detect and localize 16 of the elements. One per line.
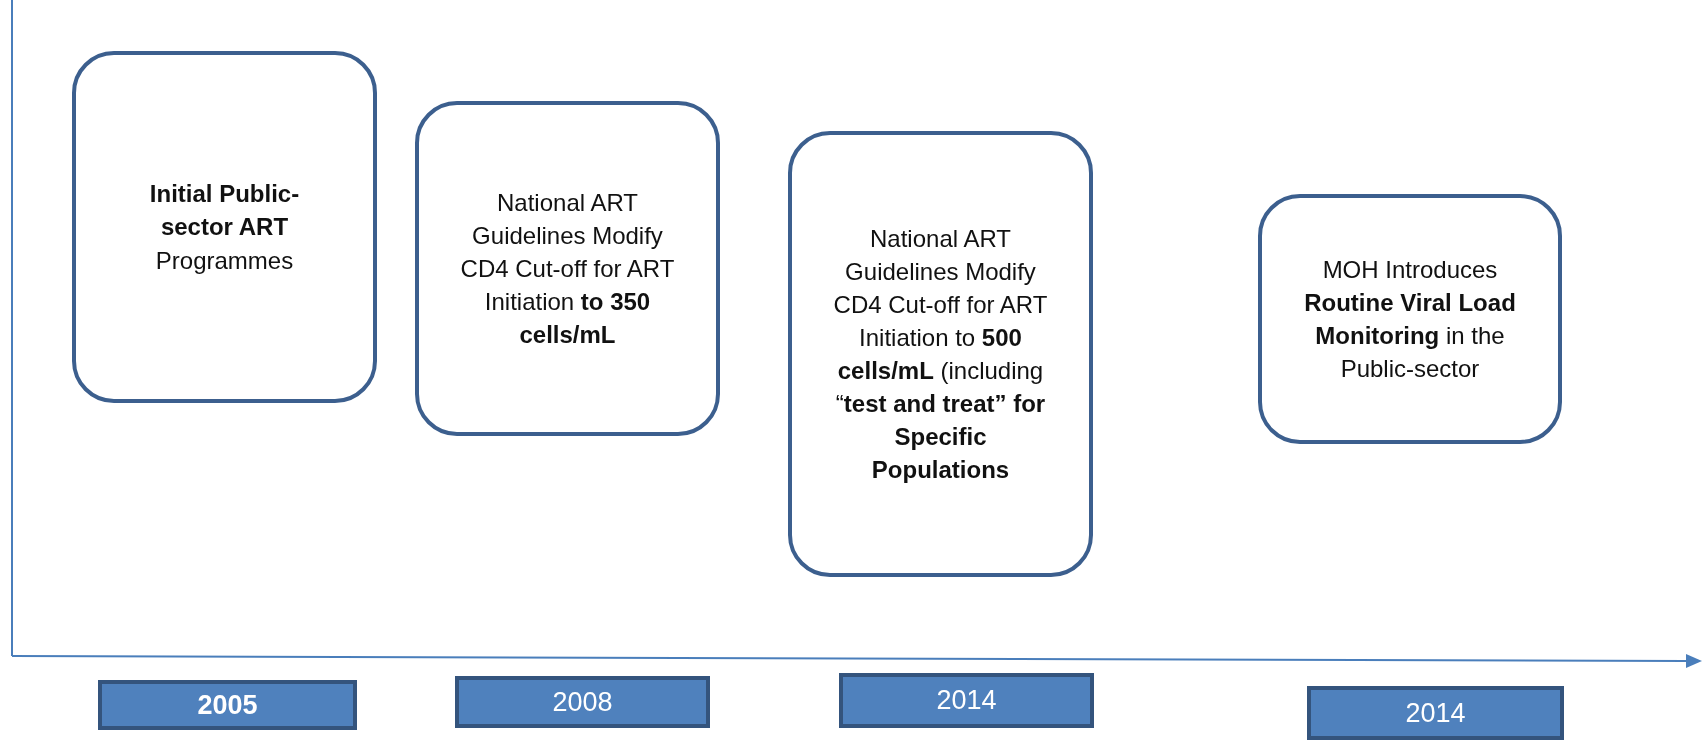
milestone-text: National ART Guidelines Modify CD4 Cut-off for ART Initiation to 500 cells/mL (including “test and treat” for Specific Populations (833, 223, 1048, 486)
year-bar (455, 676, 710, 728)
year-bar (1307, 686, 1564, 740)
year-label: 2014 (1405, 697, 1466, 729)
milestone-text: National ART Guidelines Modify CD4 Cut-off for ART Initiation to 350 cells/mL (460, 187, 675, 351)
year-label: 2005 (197, 689, 258, 721)
year-bar (98, 680, 357, 730)
year-label: 2014 (936, 685, 997, 716)
milestone-box (788, 131, 1093, 577)
milestone-box (1258, 194, 1562, 444)
milestone-text: Initial Public-sector ART Programmes (148, 179, 301, 276)
milestone-box (72, 51, 377, 403)
milestone-box (415, 101, 720, 436)
milestone-text: MOH Introduces Routine Viral Load Monitoring in the Public-sector (1303, 254, 1517, 385)
year-label: 2008 (552, 686, 613, 718)
year-bar (839, 673, 1094, 728)
